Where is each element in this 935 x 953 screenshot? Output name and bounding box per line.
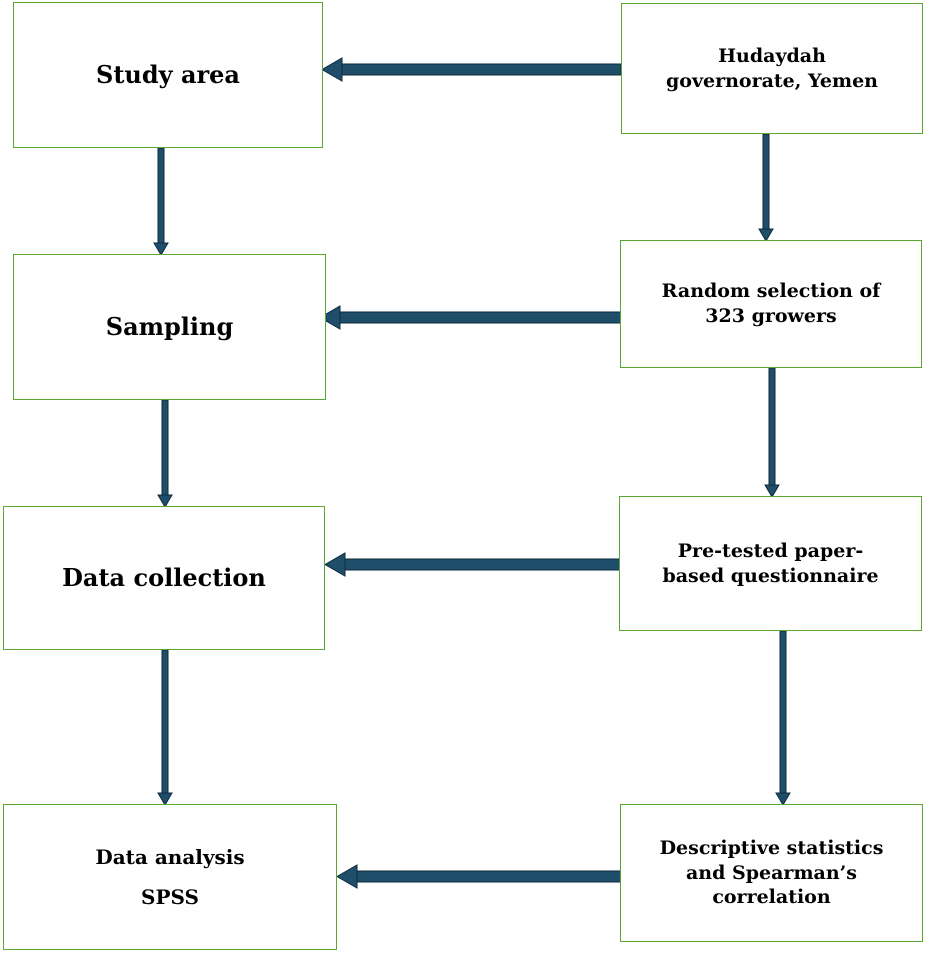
spss-label: SPSS [141,885,199,909]
selection-line-2: 323 growers [705,305,837,327]
statistics-line-2: and Spearman’s [686,861,857,884]
statistics-box: Descriptive statistics and Spearman’s co… [620,804,923,942]
arrow-selection-to-questionnaire [764,367,780,498]
arrow-selection-to-sampling [318,305,622,330]
data-analysis-box: Data analysis SPSS [3,804,337,950]
statistics-line-1: Descriptive statistics [659,836,884,859]
arrow-questionnaire-to-data-collection [323,552,621,577]
sampling-box: Sampling [13,254,326,400]
data-analysis-label: Data analysis [95,845,245,869]
study-area-box: Study area [13,2,323,148]
study-area-label: Study area [96,60,240,90]
arrow-location-to-selection [758,133,774,242]
location-box: Hudaydah governorate, Yemen [621,3,923,134]
data-collection-box: Data collection [3,506,325,650]
arrow-sampling-to-data-collection [157,399,173,508]
location-line-2: governorate, Yemen [665,69,878,92]
questionnaire-line-1: Pre-tested paper- [677,539,864,562]
statistics-line-3: correlation [712,886,831,909]
arrow-questionnaire-to-statistics [775,630,791,806]
questionnaire-line-2: based questionnaire [662,564,879,587]
location-line-1: Hudaydah [718,44,826,67]
arrow-data-collection-to-data-analysis [157,649,173,806]
arrow-location-to-study-area [320,57,622,82]
arrow-study-area-to-sampling [153,147,169,256]
questionnaire-box: Pre-tested paper- based questionnaire [619,496,922,631]
arrow-statistics-to-data-analysis [335,864,622,889]
sampling-label: Sampling [105,312,234,342]
selection-box: Random selection of 323 growers [620,240,922,368]
selection-line-1: Random selection of [661,280,881,303]
data-collection-label: Data collection [62,563,266,593]
